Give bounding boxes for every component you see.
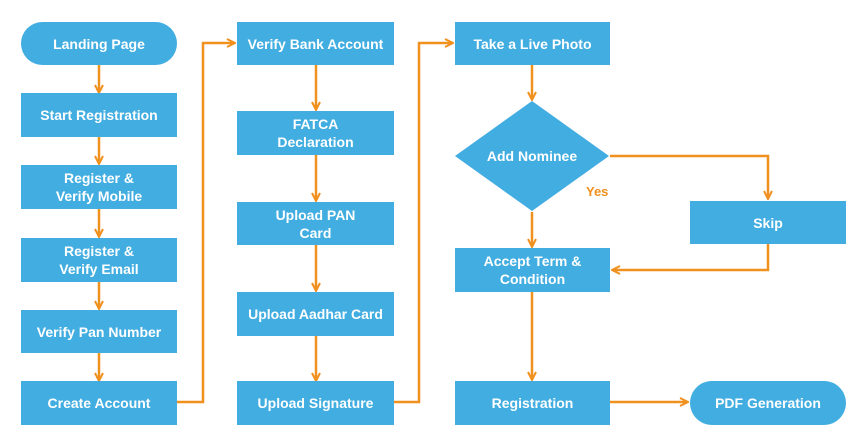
node-register-verify-email: Register & Verify Email: [21, 238, 177, 282]
node-add-nominee: Add Nominee: [486, 148, 578, 164]
connector-skip-to-accept: [613, 244, 770, 270]
node-upload-aadhar-card: Upload Aadhar Card: [237, 292, 394, 336]
node-landing-page: Landing Page: [21, 22, 177, 65]
connector-create-to-bank: [177, 43, 234, 404]
edge-label-yes: Yes: [586, 184, 609, 199]
node-start-registration: Start Registration: [21, 93, 177, 137]
node-registration: Registration: [455, 381, 610, 425]
node-pdf-generation: PDF Generation: [690, 381, 846, 425]
add-nominee-diamond: [455, 101, 609, 211]
node-fatca-declaration: FATCA Declaration: [237, 111, 394, 155]
node-upload-signature: Upload Signature: [237, 381, 394, 425]
node-register-verify-mobile: Register & Verify Mobile: [21, 165, 177, 209]
node-create-account: Create Account: [21, 381, 177, 425]
node-verify-bank-account: Verify Bank Account: [237, 22, 394, 65]
node-skip: Skip: [690, 201, 846, 244]
node-upload-pan-card: Upload PAN Card: [237, 202, 394, 245]
node-accept-term-condition: Accept Term & Condition: [455, 248, 610, 292]
node-take-live-photo: Take a Live Photo: [455, 22, 610, 65]
connector-signature-to-photo: [394, 43, 452, 404]
connector-nominee-to-skip: [610, 154, 768, 198]
node-verify-pan-number: Verify Pan Number: [21, 310, 177, 353]
